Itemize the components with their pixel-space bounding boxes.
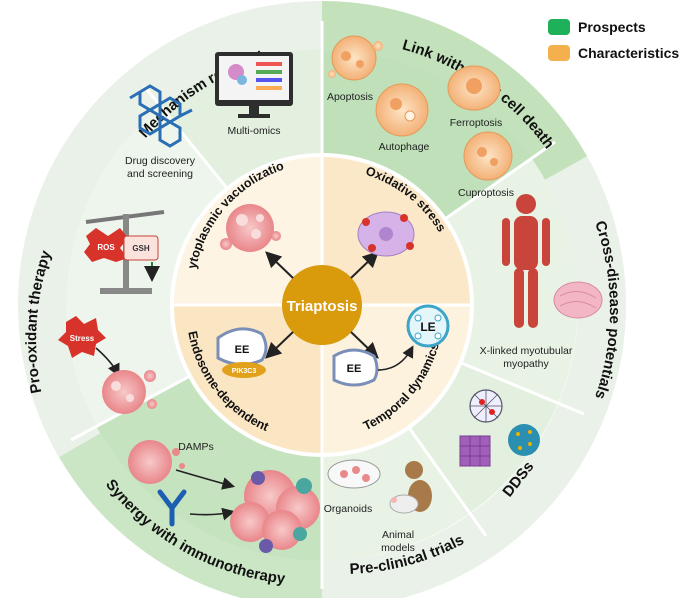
immune-arrows	[175, 469, 236, 521]
early-endosome-icon: EE PIK3C3	[216, 327, 268, 378]
legend-label-characteristics: Characteristics	[578, 45, 680, 61]
cuproptosis-cell-icon	[463, 131, 513, 181]
label-apoptosis: Apoptosis	[327, 91, 373, 103]
center-label: Triaptosis	[287, 298, 358, 315]
label-pik3c3: PIK3C3	[232, 368, 257, 375]
label-models: models	[381, 542, 415, 554]
ros-box-icon: ROS	[84, 228, 128, 262]
muscle-tissue-icon	[553, 281, 603, 319]
oxidative-cell-icon	[357, 211, 415, 257]
vacuolized-cell-icon	[102, 370, 157, 414]
tumor-cluster-icon	[230, 470, 320, 553]
label-animal: Animal	[382, 529, 414, 541]
label-drug-discovery: Drug discovery	[125, 155, 196, 167]
label-cuproptosis: Cuproptosis	[458, 187, 514, 199]
band-link	[321, 1, 587, 180]
label-and-screening: and screening	[127, 168, 193, 180]
temporal-endosome-icon: EE LE	[332, 304, 450, 387]
label-myopathy: myopathy	[503, 358, 549, 370]
label-temporal-le: LE	[420, 320, 435, 334]
center-arrows	[265, 251, 379, 359]
nanoparticle-cage-icon	[469, 389, 503, 423]
label-damps: DAMPs	[178, 441, 214, 453]
autophage-cell-icon	[375, 83, 429, 137]
legend-item-prospects: Prospects	[548, 14, 679, 40]
label-endosome-ee: EE	[235, 344, 250, 356]
label-ferroptosis: Ferroptosis	[450, 117, 503, 129]
antibody-icon	[157, 489, 187, 527]
legend-swatch-prospects	[548, 19, 570, 35]
quadrant-endosome	[174, 305, 322, 453]
human-body-icon	[502, 194, 550, 328]
label-stress: Stress	[70, 334, 95, 343]
label-organoids: Organoids	[324, 503, 372, 515]
ferroptosis-cell-icon	[447, 65, 501, 111]
legend-item-characteristics: Characteristics	[548, 40, 679, 66]
center-node: Triaptosis	[282, 265, 362, 345]
label-ros: ROS	[97, 243, 115, 252]
legend-label-prospects: Prospects	[578, 19, 646, 35]
petri-dish-icon	[327, 459, 381, 489]
nanosphere-icon	[508, 424, 540, 456]
nanocube-icon	[459, 435, 491, 467]
stress-burst-icon: Stress	[58, 316, 106, 358]
label-temporal-ee: EE	[347, 363, 362, 375]
mouse-icon	[389, 494, 419, 514]
legend-swatch-characteristics	[548, 45, 570, 61]
cytoplasmic-cell-icon	[220, 204, 281, 252]
monitor-icon	[215, 52, 293, 118]
apoptosis-cell-icon	[328, 35, 383, 81]
label-autophage: Autophage	[379, 141, 430, 153]
band-immuno	[59, 432, 323, 598]
label-gsh: GSH	[132, 244, 150, 253]
legend: Prospects Characteristics	[548, 14, 679, 66]
damaged-cell-icon	[128, 440, 185, 484]
molecule-icon	[129, 84, 193, 148]
label-multiomics: Multi-omics	[227, 125, 280, 137]
label-xlinked: X-linked myotubular	[480, 345, 573, 357]
gsh-box-icon: GSH	[123, 235, 160, 282]
